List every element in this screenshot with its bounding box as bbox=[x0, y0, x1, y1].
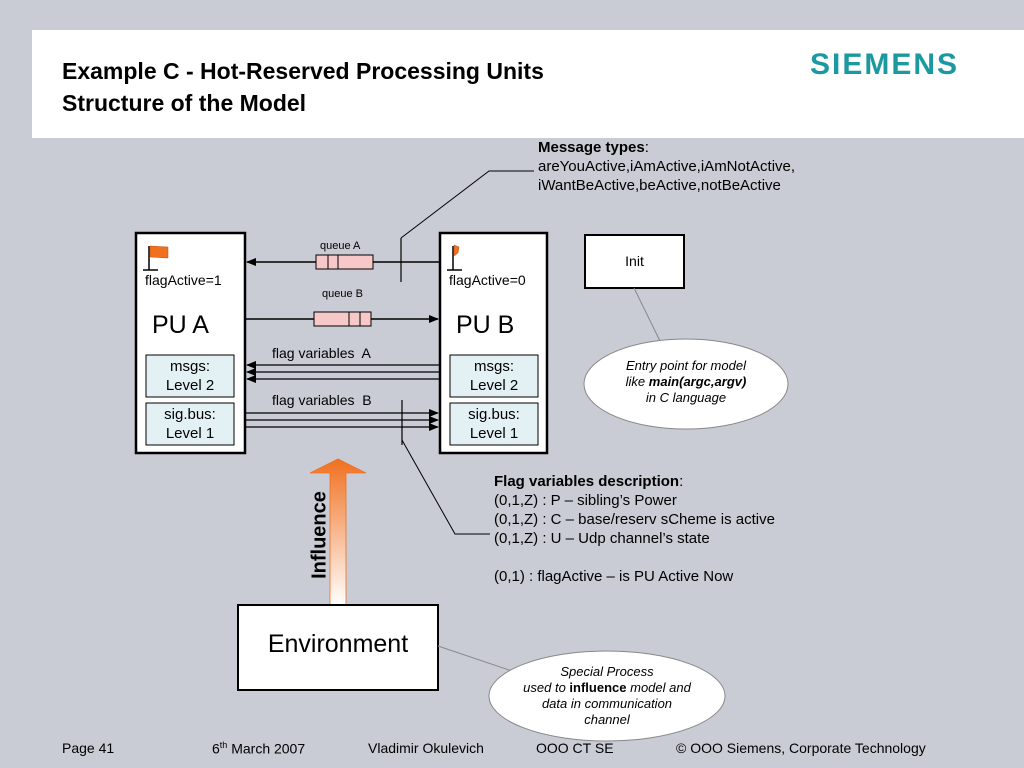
footer-page: Page 41 bbox=[62, 740, 115, 756]
footer-date: 6th March 2007 bbox=[212, 740, 306, 757]
queue-a-box bbox=[315, 254, 374, 270]
pu-b-msgs-label: msgs:Level 2 bbox=[469, 358, 519, 394]
pu-b-sigbus-box bbox=[449, 402, 539, 446]
pu-b-msgs-box bbox=[449, 354, 539, 398]
slide-title: Example C - Hot-Reserved Processing Unit… bbox=[62, 58, 544, 84]
influence-label: Influence bbox=[308, 491, 331, 579]
message-types-line2: iWantBeActive,beActive,notBeActive bbox=[538, 177, 781, 194]
flag-desc-callout: Flag variables description: (0,1,Z) : P … bbox=[494, 473, 775, 585]
slide-subtitle: Structure of the Model bbox=[62, 90, 307, 116]
special-process-text: Special Process used to influence model … bbox=[523, 664, 691, 727]
siemens-logo: SIEMENS bbox=[810, 48, 960, 81]
flag-vars-b-label: flag variables B bbox=[272, 392, 372, 408]
init-box bbox=[584, 234, 685, 289]
queue-b-box bbox=[313, 311, 372, 327]
header-bar bbox=[32, 30, 1024, 138]
flag-vars-a-label: flag variables A bbox=[272, 345, 371, 361]
pu-a-msgs-box bbox=[145, 354, 235, 398]
pu-a-msgs-label: msgs:Level 2 bbox=[165, 358, 215, 394]
message-types-line1: areYouActive,iAmActive,iAmNotActive, bbox=[538, 158, 796, 175]
pu-b-title: PU B bbox=[456, 311, 515, 339]
environment-label: Environment bbox=[267, 630, 409, 658]
entry-point-ellipse bbox=[583, 338, 789, 430]
footer-author: Vladimir Okulevich bbox=[368, 740, 484, 756]
message-types-callout: Message types: areYouActive,iAmActive,iA… bbox=[538, 139, 796, 194]
flag-desc-connector bbox=[401, 439, 490, 535]
init-label: Init bbox=[625, 253, 644, 269]
environment-connector bbox=[437, 645, 516, 673]
queue-b-label: queue B bbox=[322, 288, 363, 300]
pu-b-flag-label: flagActive=0 bbox=[449, 272, 526, 288]
influence-arrow bbox=[309, 458, 367, 606]
pu-a-title: PU A bbox=[152, 311, 209, 339]
footer-copyright: © OOO Siemens, Corporate Technology bbox=[676, 740, 926, 756]
queue-a-label: queue A bbox=[320, 240, 361, 252]
pu-a-sigbus-box bbox=[145, 402, 235, 446]
footer-org: OOO CT SE bbox=[536, 740, 614, 756]
message-types-connector bbox=[400, 170, 534, 239]
flag-desc-heading: Flag variables description bbox=[494, 473, 680, 490]
pu-a-sigbus-label: sig.bus:Level 1 bbox=[164, 406, 216, 442]
pu-b-sigbus-label: sig.bus:Level 1 bbox=[468, 406, 520, 442]
init-connector bbox=[633, 287, 661, 342]
message-types-heading: Message types bbox=[538, 139, 645, 156]
flag-a-icon bbox=[143, 245, 169, 271]
special-process-ellipse bbox=[488, 650, 726, 742]
environment-box bbox=[237, 604, 439, 691]
entry-point-text: Entry point for model like main(argc,arg… bbox=[625, 358, 747, 405]
pu-a-flag-label: flagActive=1 bbox=[145, 272, 222, 288]
flag-b-icon bbox=[447, 244, 462, 271]
